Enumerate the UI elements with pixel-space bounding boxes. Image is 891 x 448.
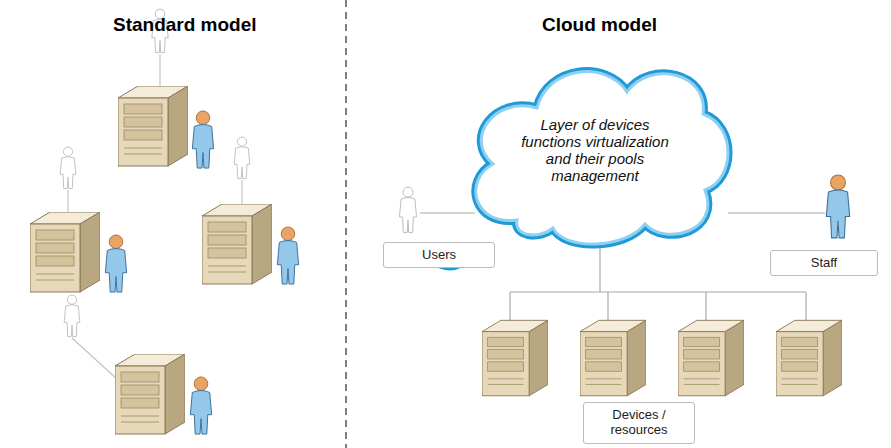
- staff-figure: [826, 175, 849, 238]
- cloud-fill: [476, 72, 728, 244]
- box-label: Devices / resources: [590, 408, 688, 438]
- box-label: Users: [422, 248, 456, 263]
- section-heading: Standard model: [113, 14, 257, 36]
- staff-standard: [105, 111, 298, 434]
- pale-users: [60, 9, 250, 336]
- cloud-border: [476, 72, 728, 244]
- section-heading: Cloud model: [542, 14, 657, 36]
- label-box: Staff: [770, 250, 878, 276]
- cloud-shape: Layer of devices functions virtualizatio…: [455, 48, 735, 252]
- label-box: Devices / resources: [583, 402, 695, 444]
- box-label: Staff: [811, 256, 838, 271]
- servers-cloud: [482, 320, 842, 395]
- label-box: Users: [383, 242, 495, 268]
- user-figure: [399, 187, 416, 232]
- cloud-text: Layer of devices functions virtualizatio…: [510, 116, 680, 185]
- divider-line: [345, 0, 347, 448]
- servers-standard: [30, 86, 272, 434]
